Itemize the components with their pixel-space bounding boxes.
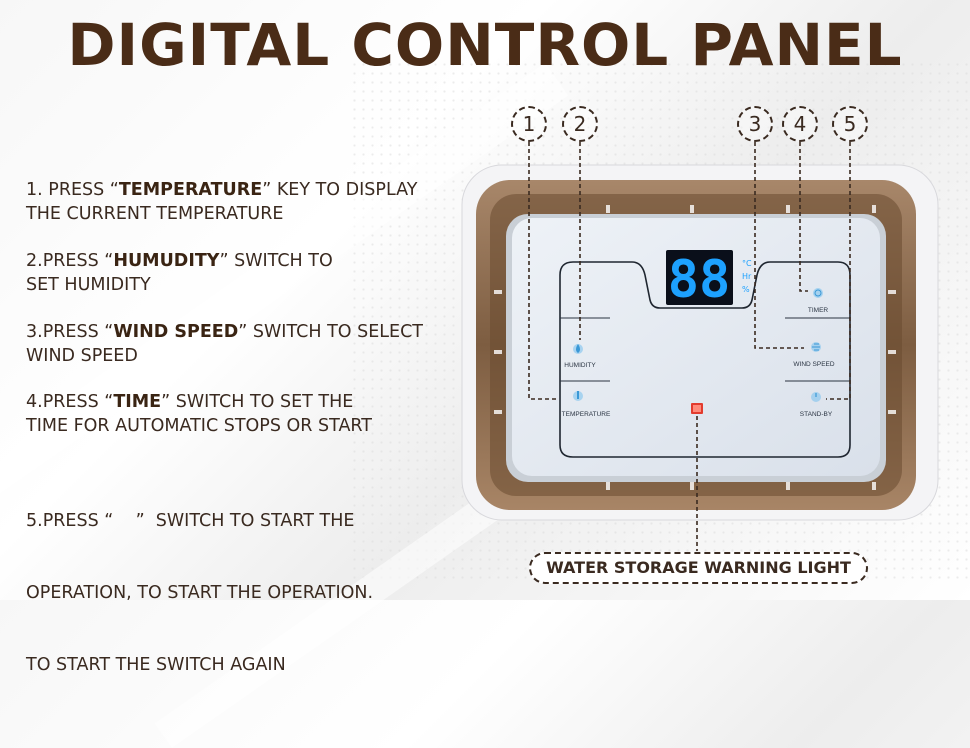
control-panel-illustration: 88 °C Hr % HUMIDITY TEMPERATURE TIMER WI… [461,142,939,551]
panel-outline [559,261,851,458]
instruction-3: 3.PRESS “WIND SPEED” SWITCH TO SELECT WI… [26,322,423,366]
callout-leaders [528,142,851,551]
led-digits: 88 [668,250,731,310]
instruction-1: 1. PRESS “TEMPERATURE” KEY TO DISPLAY TH… [26,180,418,224]
callout-2: 2 [562,106,598,142]
unit-hours: Hr [742,272,752,281]
humidity-label: HUMIDITY [564,362,596,369]
clock-icon [813,288,823,298]
standby-button[interactable]: STAND-BY [800,392,833,418]
callout-3: 3 [737,106,773,142]
callout-1: 1 [511,106,547,142]
instruction-4: 4.PRESS “TIME” SWITCH TO SET THE TIME FO… [26,392,373,436]
page-title: DIGITAL CONTROL PANEL [67,11,903,79]
instruction-2: 2.PRESS “HUMUDITY” SWITCH TO SET HUMIDIT… [26,251,333,295]
frame-slots [494,205,896,490]
standby-label: STAND-BY [800,411,833,418]
control-panel [512,218,880,476]
panel-dividers [560,317,850,382]
timer-button[interactable]: TIMER [808,288,829,314]
unit-celsius: °C [742,259,752,268]
callout-5: 5 [832,106,868,142]
timer-label: TIMER [808,307,829,314]
temperature-label: TEMPERATURE [562,411,611,418]
temperature-button[interactable]: TEMPERATURE [562,391,611,418]
humidity-button[interactable]: HUMIDITY [564,344,596,369]
water-storage-warning-label: WATER STORAGE WARNING LIGHT [529,552,868,584]
unit-percent: % [742,285,750,294]
led-display [666,250,733,305]
wind-speed-label: WIND SPEED [793,361,834,368]
callout-4: 4 [782,106,818,142]
wind-speed-button[interactable]: WIND SPEED [793,342,835,368]
